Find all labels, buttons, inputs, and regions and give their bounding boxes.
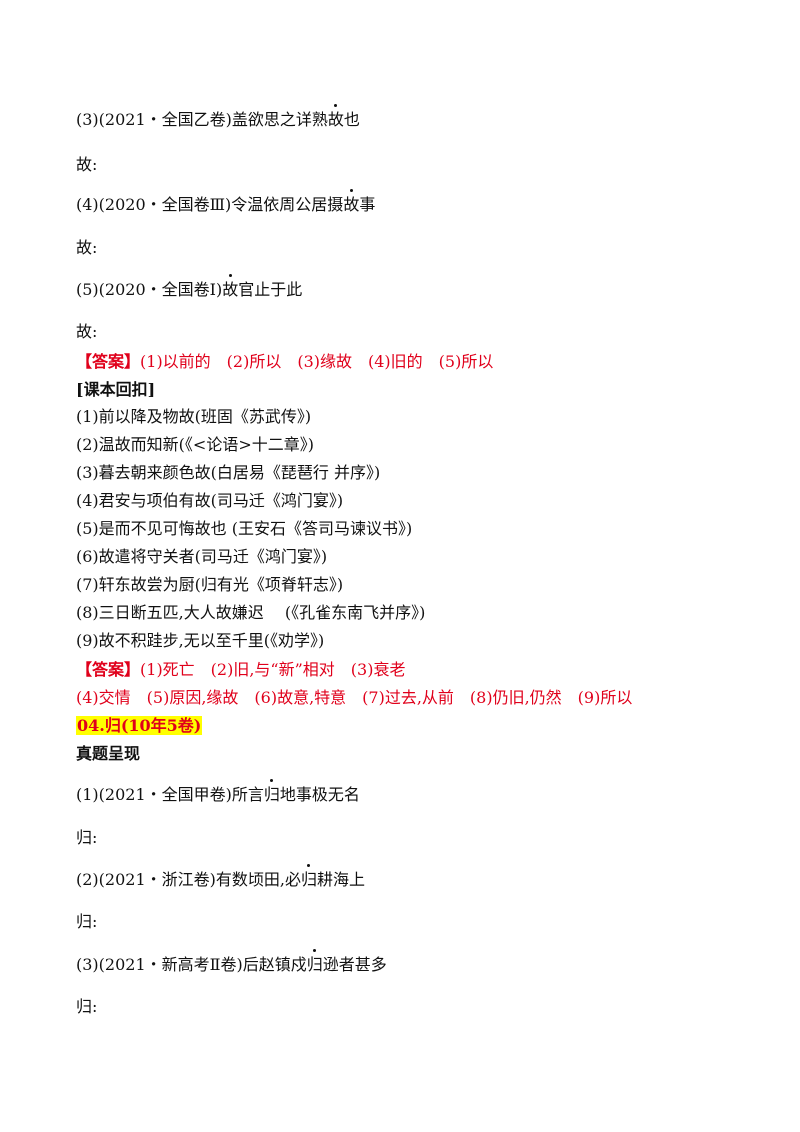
emphasis-char: 故 <box>327 104 344 129</box>
answer-line: 【答案】(1)以前的 (2)所以 (3)缘故 (4)旧的 (5)所以 <box>76 352 494 371</box>
section-title: 04.归(10年5卷) <box>76 716 203 735</box>
question-1: (1)(2021・全国甲卷)所言归地事极无名 <box>76 779 360 804</box>
textbook-item: (1)前以降及物故(班固《苏武传》) <box>76 407 312 426</box>
emphasis-char: 故 <box>343 189 360 214</box>
textbook-item: (3)暮去朝来颜色故(白居易《琵琶行 并序》) <box>76 463 381 482</box>
answer-blank: 故: <box>76 322 98 341</box>
question-2: (2)(2021・浙江卷)有数顷田,必归耕海上 <box>76 864 365 889</box>
textbook-item: (9)故不积跬步,无以至千里(《劝学》) <box>76 631 325 650</box>
textbook-item: (8)三日断五匹,大人故嫌迟 (《孔雀东南飞并序》) <box>76 603 426 622</box>
textbook-item: (7)轩东故尝为厨(归有光《项脊轩志》) <box>76 575 344 594</box>
question-5: (5)(2020・全国卷Ⅰ)故官止于此 <box>76 274 303 299</box>
textbook-item: (6)故遣将守关者(司马迁《鸿门宴》) <box>76 547 328 566</box>
question-3b: (3)(2021・新高考Ⅱ卷)后赵镇戍归逊者甚多 <box>76 949 387 974</box>
emphasis-char: 归 <box>300 864 317 889</box>
answer-blank: 故: <box>76 155 98 174</box>
emphasis-char: 故 <box>222 274 239 299</box>
textbook-item: (2)温故而知新(《<论语>十二章》) <box>76 435 314 454</box>
answer-tag: 【答案】 <box>76 352 141 371</box>
emphasis-char: 归 <box>263 779 280 804</box>
answer-blank: 归: <box>76 997 98 1016</box>
answer-blank: 归: <box>76 828 98 847</box>
answer-blank: 归: <box>76 912 98 931</box>
answer-tag: 【答案】 <box>76 660 141 679</box>
question-4: (4)(2020・全国卷Ⅲ)令温依周公居摄故事 <box>76 189 376 214</box>
textbook-heading: [课本回扣] <box>76 380 156 399</box>
answer-line-continued: (4)交情 (5)原因,缘故 (6)故意,特意 (7)过去,从前 (8)仍旧,仍… <box>76 688 633 707</box>
question-3: (3)(2021・全国乙卷)盖欲思之详熟故也 <box>76 104 360 129</box>
textbook-item: (5)是而不见可悔故也 (王安石《答司马谏议书》) <box>76 519 413 538</box>
emphasis-char: 归 <box>306 949 323 974</box>
textbook-item: (4)君安与项伯有故(司马迁《鸿门宴》) <box>76 491 344 510</box>
answer-blank: 故: <box>76 238 98 257</box>
real-questions-heading: 真题呈现 <box>76 744 141 763</box>
answer-line: 【答案】(1)死亡 (2)旧,与“新”相对 (3)衰老 <box>76 660 406 679</box>
